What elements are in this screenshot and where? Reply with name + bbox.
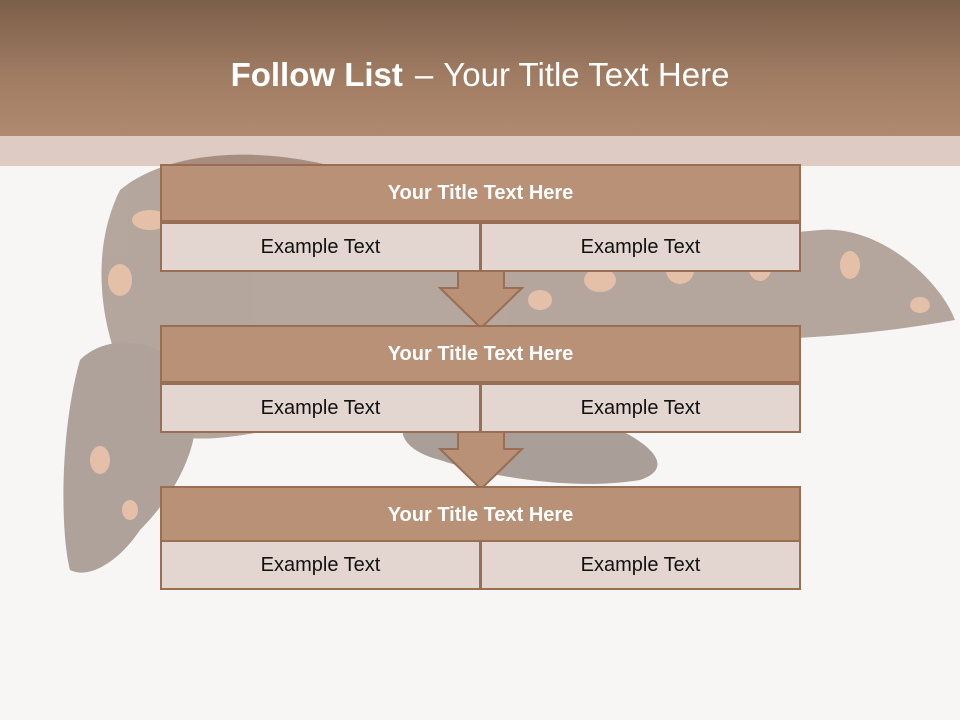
block-cell-left: Example Text [160, 540, 481, 590]
block-cell-right: Example Text [480, 222, 801, 272]
block-cell-left: Example Text [160, 383, 481, 433]
title-dash: – [414, 56, 434, 93]
block-title: Your Title Text Here [160, 164, 801, 222]
block-title: Your Title Text Here [160, 325, 801, 383]
block-cell-left: Example Text [160, 222, 481, 272]
down-arrow-icon [438, 270, 524, 330]
title-rest: Your Title Text Here [443, 56, 730, 93]
block-cell-right: Example Text [480, 383, 801, 433]
block-cell-right: Example Text [480, 540, 801, 590]
down-arrow-icon [438, 431, 524, 491]
title-bold: Follow List [230, 56, 403, 93]
header-strip [0, 136, 960, 166]
block-title: Your Title Text Here [160, 486, 801, 544]
slide-title: Follow List–Your Title Text Here [0, 55, 960, 95]
slide-header [0, 0, 960, 136]
